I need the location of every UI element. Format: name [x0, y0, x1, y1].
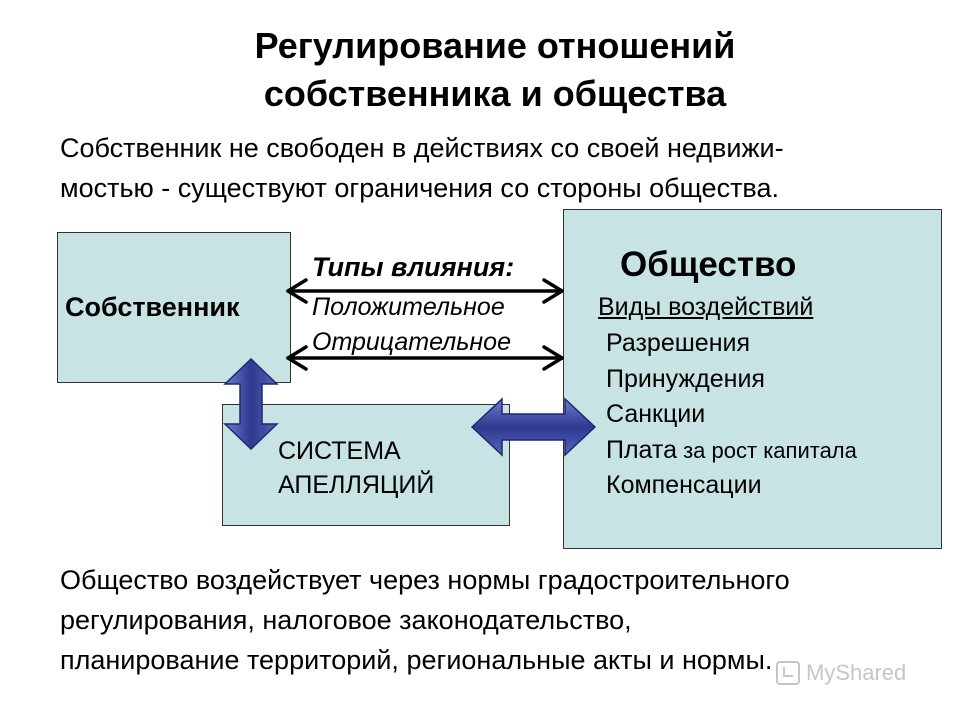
owner-label: Собственник	[65, 292, 240, 322]
conclusion-line-1: Общество воздействует через нормы градос…	[60, 565, 790, 595]
owner-box	[57, 232, 291, 383]
owner-appeals-arrow	[223, 357, 279, 451]
capital-fee-prefix: Плата	[606, 435, 677, 464]
title-line-2: собственника и общества	[263, 73, 727, 114]
society-subtitle: Виды воздействий	[598, 293, 814, 321]
watermark: MyShared	[776, 660, 906, 686]
appeals-line-2: АПЕЛЛЯЦИЙ	[278, 471, 435, 499]
conclusion-line-2: регулирования, налоговое законодательств…	[60, 605, 632, 635]
society-box	[563, 209, 942, 549]
influence-arrow-bottom	[286, 345, 564, 371]
society-title: Общество	[620, 245, 797, 284]
intro-line-1: Собственник не свободен в действиях со с…	[60, 133, 784, 163]
intro-text: Собственник не свободен в действиях со с…	[60, 128, 940, 208]
appeals-society-arrow	[470, 397, 597, 457]
influence-arrow-top	[286, 278, 564, 304]
list-item: Плата за рост капитала	[606, 433, 857, 469]
appeals-line-1: СИСТЕМА	[278, 437, 401, 465]
capital-fee-suffix: за рост капитала	[676, 437, 857, 463]
page-title: Регулирование отношений собственника и о…	[0, 22, 960, 118]
conclusion-text: Общество воздействует через нормы градос…	[60, 560, 940, 680]
influence-types-title: Типы влияния:	[312, 252, 515, 282]
watermark-logo-icon	[776, 661, 800, 685]
title-line-1: Регулирование отношений	[254, 25, 736, 66]
list-item: Компенсации	[606, 471, 762, 499]
list-item: Принуждения	[606, 364, 765, 393]
influence-kinds-list: Разрешения Принуждения Санкции Плата за …	[606, 326, 857, 504]
watermark-text: MyShared	[806, 660, 907, 685]
list-item: Разрешения	[606, 329, 751, 357]
list-item: Санкции	[606, 400, 706, 428]
influence-type-positive: Положительное	[312, 293, 505, 321]
influence-type-negative: Отрицательное	[312, 328, 511, 356]
conclusion-line-3: планирование территорий, региональные ак…	[60, 645, 773, 675]
appeals-system-label: СИСТЕМА АПЕЛЛЯЦИЙ	[278, 434, 434, 502]
intro-line-2: мостью - существуют ограничения со сторо…	[60, 173, 779, 203]
